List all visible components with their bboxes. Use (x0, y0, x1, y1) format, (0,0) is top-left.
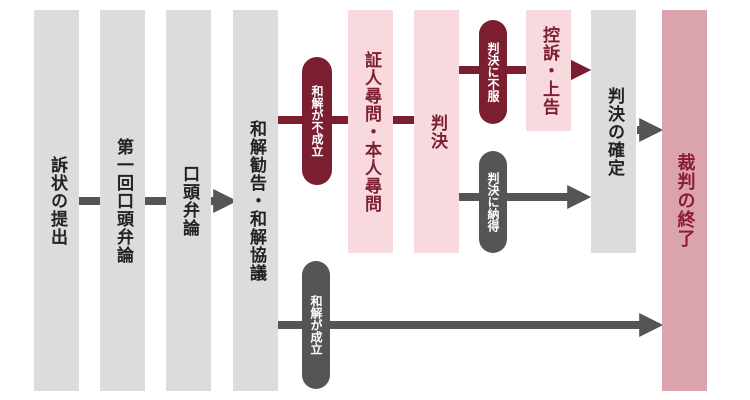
node-oral-argument-label: 口頭弁論 (179, 164, 199, 237)
node-settlement-talks: 和解勧告・和解協議 (233, 10, 278, 391)
node-case-end-label: 裁判の終了 (674, 153, 696, 248)
node-first-hearing: 第一回口頭弁論 (100, 10, 145, 391)
node-oral-argument: 口頭弁論 (166, 10, 211, 391)
node-judgment-final-label: 判決の確定 (604, 86, 624, 177)
label-settlement-reached-text: 和解が成立 (309, 295, 323, 355)
label-judgment-accepted: 判決に納得 (479, 151, 507, 253)
label-judgment-accepted-text: 判決に納得 (486, 172, 500, 232)
node-petition-label: 訴状の提出 (47, 155, 67, 246)
label-settlement-failed: 和解が不成立 (302, 57, 332, 185)
node-petition: 訴状の提出 (34, 10, 79, 391)
label-settlement-reached: 和解が成立 (302, 261, 330, 389)
node-judgment-final: 判決の確定 (591, 10, 636, 253)
node-witness-exam-label: 証人尋問・本人尋問 (361, 50, 381, 213)
node-first-hearing-label: 第一回口頭弁論 (113, 137, 133, 264)
node-appeal: 控訴・上告 (526, 10, 571, 131)
node-witness-exam: 証人尋問・本人尋問 (348, 10, 393, 253)
node-settlement-talks-label: 和解勧告・和解協議 (246, 119, 266, 282)
label-judgment-dissatisfied: 判決に不服 (479, 20, 507, 124)
node-appeal-label: 控訴・上告 (539, 25, 559, 116)
label-judgment-dissatisfied-text: 判決に不服 (486, 42, 500, 102)
node-judgment: 判決 (414, 10, 459, 253)
node-judgment-label: 判決 (427, 113, 447, 150)
label-settlement-failed-text: 和解が不成立 (310, 85, 324, 157)
node-case-end: 裁判の終了 (662, 10, 707, 391)
